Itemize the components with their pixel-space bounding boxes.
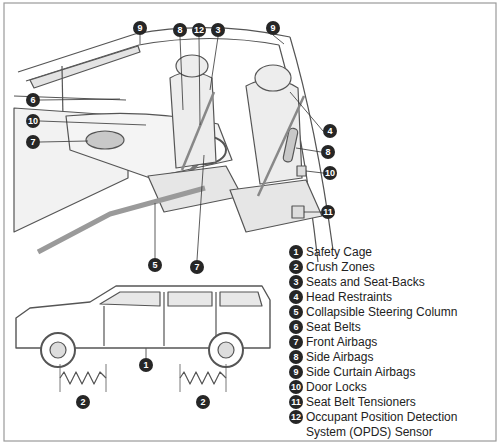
- callout-number: 8: [173, 23, 187, 37]
- legend-text: Collapsible Steering Column: [306, 305, 494, 320]
- leader-line: [155, 203, 156, 258]
- front-airbag: [86, 131, 124, 149]
- callout-number: 12: [289, 410, 303, 424]
- leader-line: [210, 37, 218, 90]
- car-hub: [218, 342, 234, 358]
- legend-text: Side Airbags: [306, 350, 494, 365]
- seat-belt: [182, 92, 214, 170]
- legend-text: Seat Belts: [306, 320, 494, 335]
- car-wheel: [209, 333, 243, 367]
- car-wheel: [41, 333, 75, 367]
- leader-line: [40, 99, 120, 100]
- leader-line: [180, 37, 183, 110]
- door-line: [104, 292, 216, 346]
- crush-spring: [60, 372, 106, 384]
- curtain-airbag: [30, 46, 140, 88]
- callout-number: 9: [289, 365, 303, 379]
- callout-number: 9: [133, 21, 147, 35]
- callout-number: 3: [211, 23, 225, 37]
- seat-belt: [258, 96, 304, 196]
- head-restraint: [255, 65, 291, 91]
- legend-text: Seats and Seat-Backs: [306, 275, 494, 290]
- callout-number: 2: [289, 260, 303, 274]
- side-airbag: [283, 128, 299, 163]
- callout-number: 7: [190, 260, 204, 274]
- car-hub: [50, 342, 66, 358]
- callout-number: 4: [289, 290, 303, 304]
- seat-back: [170, 72, 216, 168]
- legend-text: Occupant Position Detection System (OPDS…: [306, 410, 494, 440]
- leader-line: [273, 35, 284, 44]
- belt-tensioner: [292, 206, 304, 218]
- legend-text: Front Airbags: [306, 335, 494, 350]
- callout-number: 3: [289, 275, 303, 289]
- car-window: [100, 292, 160, 306]
- callout-number: 5: [148, 258, 162, 272]
- callout-number: 8: [289, 350, 303, 364]
- seat-cushion: [230, 180, 322, 232]
- legend-text: Door Locks: [306, 380, 494, 395]
- callout-number: 10: [26, 114, 40, 128]
- frame: [4, 3, 496, 441]
- callout-number: 7: [26, 135, 40, 149]
- callout-number: 8: [321, 145, 335, 159]
- callout-number: 1: [289, 245, 303, 259]
- callout-number: 2: [196, 395, 210, 409]
- callout-number: 6: [289, 320, 303, 334]
- leader-line: [296, 148, 321, 152]
- callout-number: 11: [289, 395, 303, 409]
- callout-number: 10: [289, 380, 303, 394]
- leader-line: [140, 35, 141, 44]
- leader-line: [199, 37, 200, 125]
- legend-text: Side Curtain Airbags: [306, 365, 494, 380]
- leader-line: [290, 92, 323, 131]
- legend-text: Crush Zones: [306, 260, 494, 275]
- callout-number: 4: [323, 124, 337, 138]
- car-window: [168, 292, 212, 306]
- callout-number: 6: [26, 93, 40, 107]
- roof-rail: [18, 28, 290, 72]
- callout-number: 9: [266, 21, 280, 35]
- callout-number: 1: [139, 358, 153, 372]
- crush-spring: [180, 372, 226, 384]
- leader-line: [197, 155, 204, 260]
- legend-text: Head Restraints: [306, 290, 494, 305]
- leader-line: [40, 121, 146, 125]
- leader-line: [304, 212, 321, 213]
- callout-number: 5: [289, 305, 303, 319]
- leader-line: [40, 141, 88, 142]
- leader-line: [306, 171, 323, 173]
- floor-member: [38, 188, 205, 252]
- car-window: [220, 292, 262, 306]
- seat-back: [246, 79, 302, 184]
- callout-number: 2: [76, 395, 90, 409]
- legend-text: Seat Belt Tensioners: [306, 395, 494, 410]
- callout-number: 12: [192, 23, 206, 37]
- legend-text: Safety Cage: [306, 245, 494, 260]
- callout-number: 11: [321, 205, 335, 219]
- callout-number: 7: [289, 335, 303, 349]
- callout-number: 10: [323, 166, 337, 180]
- door-lock: [297, 166, 306, 176]
